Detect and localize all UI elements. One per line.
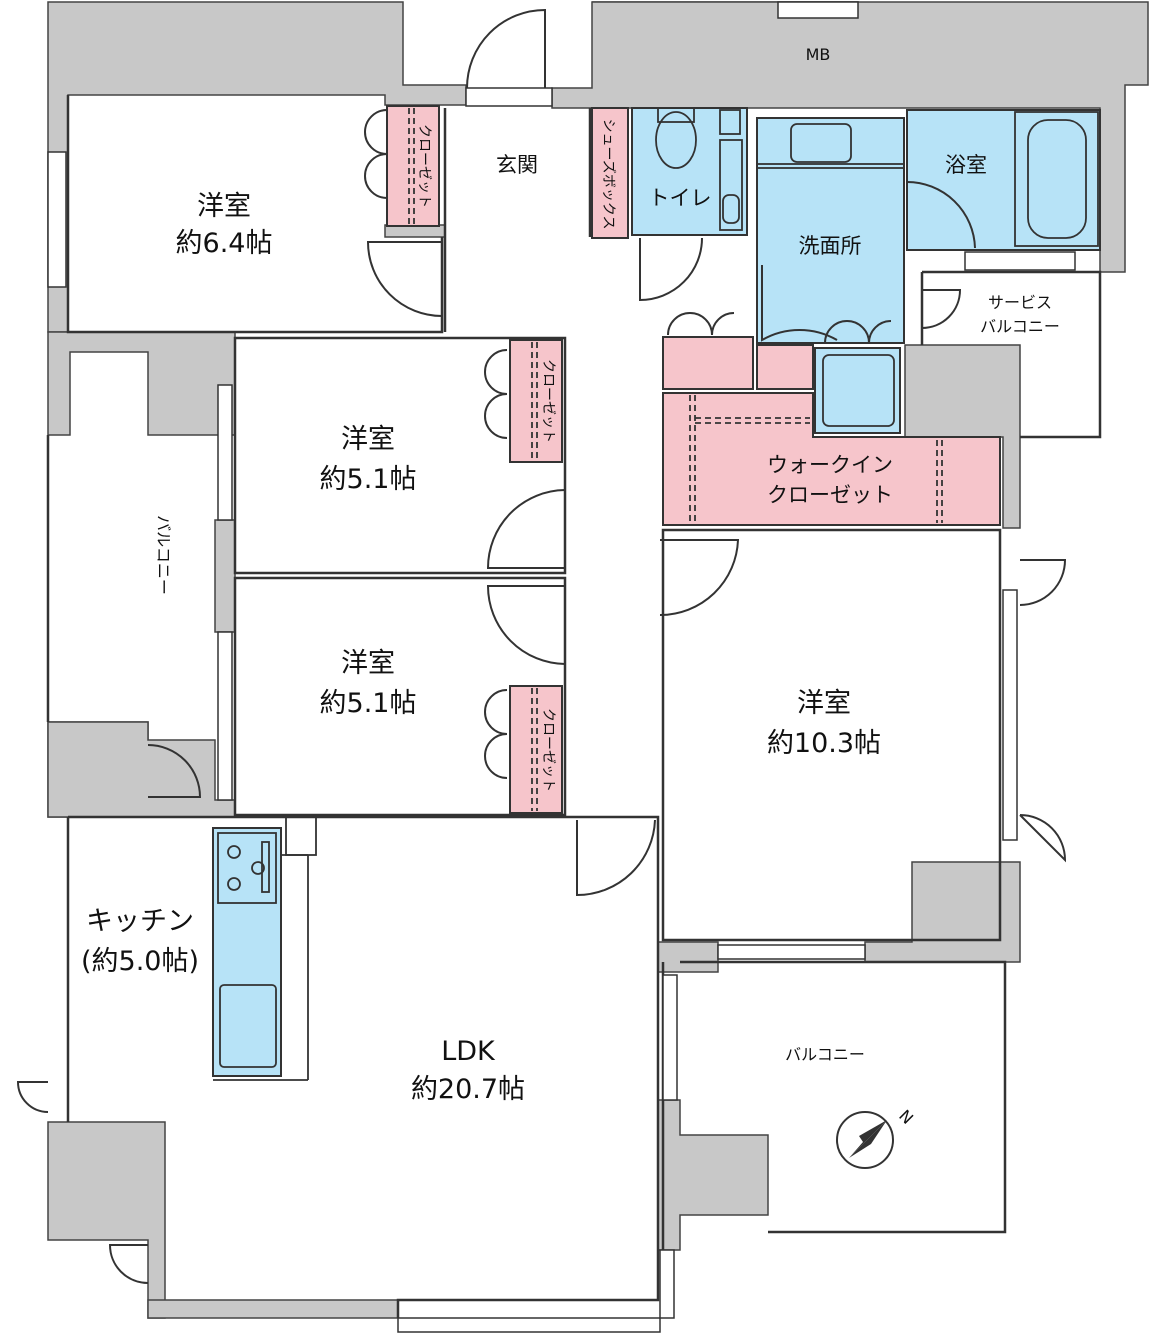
room-name-5-1-lower: 洋室: [341, 648, 395, 679]
kitchen-counter: [212, 827, 282, 1077]
wic-label-line1: ウォークイン: [767, 453, 893, 477]
bathroom-area: [906, 109, 1101, 251]
balcony-south-label: バルコニー: [785, 1045, 865, 1064]
closet-b-label: クローゼット: [540, 359, 556, 443]
balcony-west-label: バルコニー: [154, 515, 173, 595]
fixtures: [213, 107, 1099, 1081]
compass: N: [836, 1106, 917, 1169]
room-labels: 洋室 約6.4帖 洋室 約5.1帖 洋室 約5.1帖 洋室 約10.3帖 LDK…: [81, 45, 1060, 1105]
room-name-kitchen: キッチン: [86, 906, 194, 937]
room-name-5-1-upper: 洋室: [341, 424, 395, 455]
storage-areas: [386, 105, 1001, 814]
shoe-box: [591, 107, 629, 239]
closet-c: [509, 685, 563, 814]
closet-c-label: クローゼット: [540, 708, 556, 792]
washroom-area: [756, 117, 905, 344]
room-size-6-4: 約6.4帖: [176, 228, 273, 259]
shoe-box-label: シューズボックス: [600, 119, 616, 230]
washing-machine-pan: [814, 347, 901, 434]
room-name-washroom: 洗面所: [799, 234, 862, 258]
compass-north-label: N: [895, 1106, 917, 1128]
walk-in-closet: [662, 392, 1001, 526]
room-name-10-3: 洋室: [797, 688, 851, 719]
closet-b: [509, 339, 563, 463]
closet-rails: [408, 108, 943, 811]
closet-a-label: クローゼット: [416, 124, 432, 208]
room-size-5-1-lower: 約5.1帖: [320, 688, 417, 719]
room-size-ldk: 約20.7帖: [411, 1074, 525, 1105]
room-name-ldk: LDK: [441, 1036, 496, 1067]
wic-label-line2: クローゼット: [767, 483, 893, 507]
closet-a: [386, 105, 440, 227]
wet-areas: [212, 107, 1101, 1077]
room-name-entrance: 玄関: [496, 153, 538, 177]
room-size-kitchen: (約5.0帖): [81, 946, 199, 977]
service-balcony-line2: バルコニー: [980, 317, 1060, 336]
room-name-bathroom: 浴室: [945, 153, 987, 177]
walls: [47, 1, 1149, 1319]
room-name-toilet: トイレ: [649, 186, 712, 210]
service-balcony-line1: サービス: [988, 293, 1052, 312]
room-name-mb: MB: [806, 45, 831, 64]
toilet-room: [631, 107, 748, 236]
room-size-10-3: 約10.3帖: [767, 728, 881, 759]
room-name-6-4: 洋室: [197, 191, 251, 222]
windows: [47, 1, 1076, 1333]
interior-walls: [46, 95, 1102, 1318]
room-size-5-1-upper: 約5.1帖: [320, 464, 417, 495]
doors: [16, 8, 1067, 1284]
